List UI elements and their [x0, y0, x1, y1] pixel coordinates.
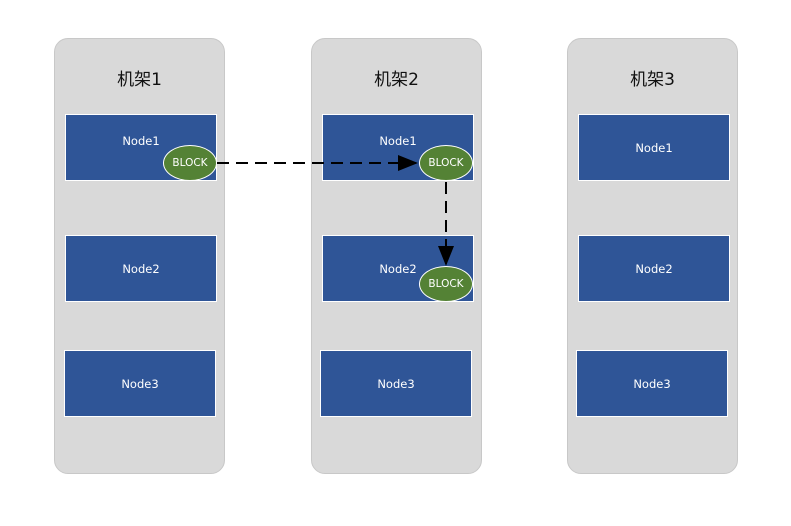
- block-label: BLOCK: [428, 278, 464, 290]
- rack1-node3: Node3: [64, 350, 216, 417]
- rack-title: 机架2: [374, 70, 419, 90]
- rack2-node3: Node3: [320, 350, 472, 417]
- block-rack1-node1: BLOCK: [163, 145, 217, 181]
- node-label: Node3: [633, 376, 671, 391]
- node-label: Node1: [122, 134, 160, 148]
- node-label: Node3: [121, 376, 159, 391]
- rack-title: 机架3: [630, 70, 675, 90]
- node-label: Node1: [379, 134, 417, 148]
- block-label: BLOCK: [428, 157, 464, 169]
- rack-title: 机架1: [117, 70, 162, 90]
- node-label: Node2: [635, 261, 673, 276]
- block-rack2-node2: BLOCK: [419, 266, 473, 302]
- rack1-node2: Node2: [65, 235, 217, 302]
- node-label: Node1: [635, 140, 673, 155]
- node-label: Node3: [377, 376, 415, 391]
- rack3-node3: Node3: [576, 350, 728, 417]
- rack3-node2: Node2: [578, 235, 730, 302]
- rack3-node1: Node1: [578, 114, 730, 181]
- node-label: Node2: [379, 261, 417, 276]
- block-rack2-node1: BLOCK: [419, 145, 473, 181]
- node-label: Node2: [122, 261, 160, 276]
- block-label: BLOCK: [172, 157, 208, 169]
